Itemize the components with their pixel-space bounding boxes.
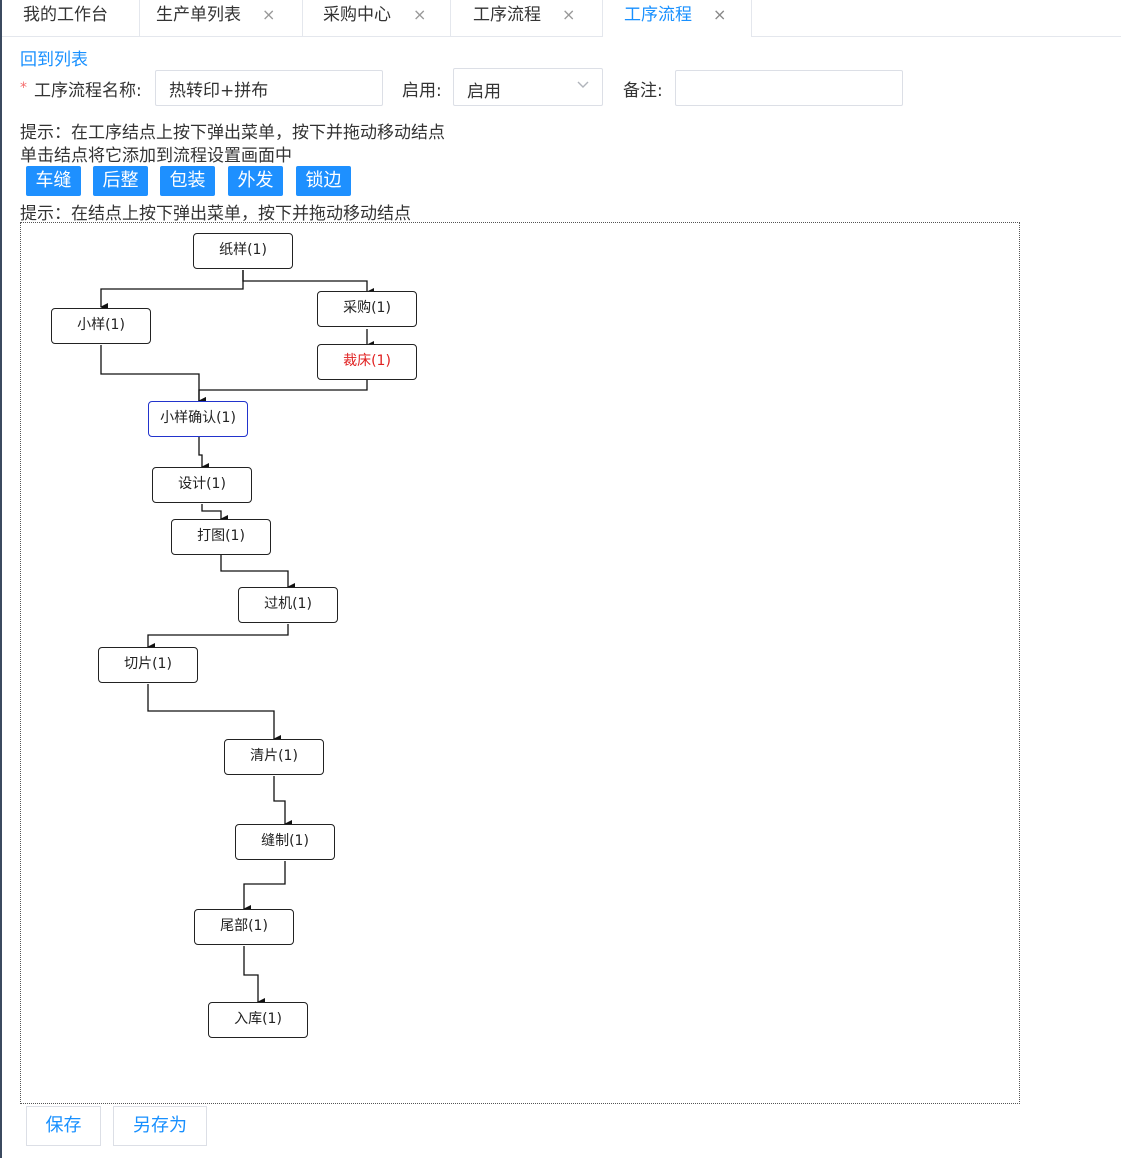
remark-label: 备注: xyxy=(623,81,663,101)
flow-canvas[interactable]: 纸样(1) 小样(1) 采购(1) 裁床(1) 小样确认(1) 设计(1) 打图… xyxy=(20,222,1020,1104)
tab-production-list[interactable]: 生产单列表 × xyxy=(140,0,303,36)
flow-node-ruku[interactable]: 入库(1) xyxy=(208,1002,308,1038)
edge-qiepian-qingpian xyxy=(147,684,281,743)
tab-label: 工序流程 xyxy=(473,5,541,25)
node-button-baozhuang[interactable]: 包装 xyxy=(160,166,215,196)
tab-label: 我的工作台 xyxy=(23,5,108,25)
flow-node-guoji[interactable]: 过机(1) xyxy=(238,587,338,623)
tab-label: 生产单列表 xyxy=(156,5,241,25)
edge-qingpian-fengzhi xyxy=(273,776,292,828)
tab-label: 采购中心 xyxy=(323,5,391,25)
node-button-houzheng[interactable]: 后整 xyxy=(93,166,148,196)
edge-zhiyang-xiaoyang xyxy=(100,270,244,311)
tab-process-flow[interactable]: 工序流程 × xyxy=(451,0,603,36)
node-button-suobian[interactable]: 锁边 xyxy=(296,166,351,196)
flow-node-weibu[interactable]: 尾部(1) xyxy=(194,909,294,945)
edge-xiaoyang-queren xyxy=(100,345,206,405)
edge-caichuang-queren xyxy=(198,380,368,405)
edge-zhiyang-caigou xyxy=(242,270,374,296)
close-icon[interactable]: × xyxy=(713,5,727,24)
enable-label: 启用: xyxy=(402,81,442,101)
required-mark: * xyxy=(20,80,27,96)
enable-select[interactable]: 启用 xyxy=(453,68,603,106)
close-icon[interactable]: × xyxy=(262,5,276,24)
hint-text-2: 单击结点将它添加到流程设置画面中 xyxy=(20,146,292,166)
flow-name-input[interactable] xyxy=(155,70,383,106)
enable-select-value: 启用 xyxy=(467,82,501,102)
back-to-list-link[interactable]: 回到列表 xyxy=(20,50,88,70)
tab-process-flow-active[interactable]: 工序流程 × xyxy=(603,0,752,37)
close-icon[interactable]: × xyxy=(413,5,427,24)
flow-node-sheji[interactable]: 设计(1) xyxy=(152,467,252,503)
edge-weibu-ruku xyxy=(243,946,265,1006)
flow-node-fengzhi[interactable]: 缝制(1) xyxy=(235,824,335,860)
tab-workbench[interactable]: 我的工作台 xyxy=(2,0,140,36)
node-button-waifa[interactable]: 外发 xyxy=(228,166,283,196)
edge-queren-sheji xyxy=(198,437,209,471)
flow-node-xiaoyang[interactable]: 小样(1) xyxy=(51,308,151,344)
remark-input[interactable] xyxy=(675,70,903,106)
tab-bar: 我的工作台 生产单列表 × 采购中心 × 工序流程 × 工序流程 × xyxy=(2,0,1121,37)
flow-node-xiaoyang-queren[interactable]: 小样确认(1) xyxy=(148,401,248,437)
edge-datu-guoji xyxy=(220,555,295,591)
edge-guoji-qiepian xyxy=(147,624,289,651)
close-icon[interactable]: × xyxy=(562,5,576,24)
flow-name-label: 工序流程名称: xyxy=(34,81,142,101)
flow-node-caigou[interactable]: 采购(1) xyxy=(317,291,417,327)
node-button-chefeng[interactable]: 车缝 xyxy=(26,166,81,196)
flow-node-datu[interactable]: 打图(1) xyxy=(171,519,271,555)
flow-node-caichuang[interactable]: 裁床(1) xyxy=(317,344,417,380)
tab-label: 工序流程 xyxy=(624,5,692,25)
flow-connectors xyxy=(100,270,374,1006)
save-button[interactable]: 保存 xyxy=(26,1106,101,1146)
hint-text-1: 提示：在工序结点上按下弹出菜单，按下并拖动移动结点 xyxy=(20,123,445,143)
hint-text-3: 提示：在结点上按下弹出菜单，按下并拖动移动结点 xyxy=(20,204,411,224)
flow-node-qiepian[interactable]: 切片(1) xyxy=(98,647,198,683)
save-as-button[interactable]: 另存为 xyxy=(113,1106,207,1146)
flow-form: * 工序流程名称: 启用: 启用 备注: xyxy=(0,66,1121,108)
edge-fengzhi-weibu xyxy=(243,861,286,913)
flow-node-zhiyang[interactable]: 纸样(1) xyxy=(193,233,293,269)
window-left-border xyxy=(0,0,2,1158)
chevron-down-icon xyxy=(576,77,590,95)
tab-purchase-center[interactable]: 采购中心 × xyxy=(303,0,451,36)
edge-sheji-datu xyxy=(201,504,228,523)
flow-node-qingpian[interactable]: 清片(1) xyxy=(224,739,324,775)
